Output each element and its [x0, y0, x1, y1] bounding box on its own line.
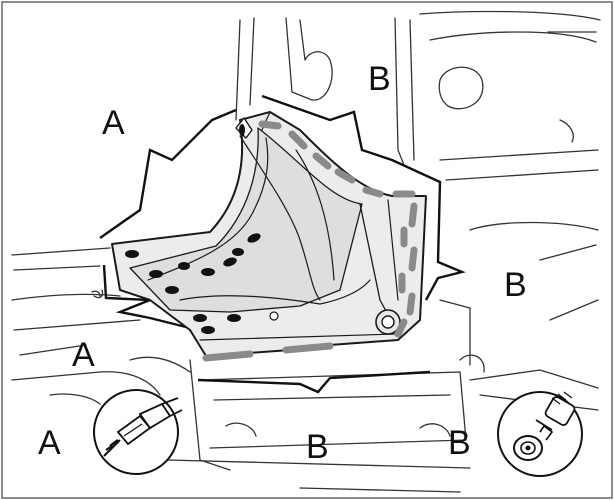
- label-a-bottom: A: [38, 424, 61, 462]
- cut-seam-dashes: [202, 120, 418, 362]
- spot-welds: [125, 124, 261, 334]
- label-a-top: A: [102, 104, 125, 142]
- cut-boundary-lines: [99, 94, 466, 394]
- label-b-right: B: [504, 266, 527, 304]
- background-body-structure: [11, 10, 601, 493]
- label-b-bottom-right: B: [448, 424, 471, 462]
- label-b-bottom-center: B: [306, 428, 329, 466]
- label-a-mid: A: [72, 336, 95, 374]
- spot-weld-drill-icon: [93, 389, 183, 475]
- spot-weld-cutter-icon: [497, 391, 583, 477]
- label-b-top: B: [368, 60, 391, 98]
